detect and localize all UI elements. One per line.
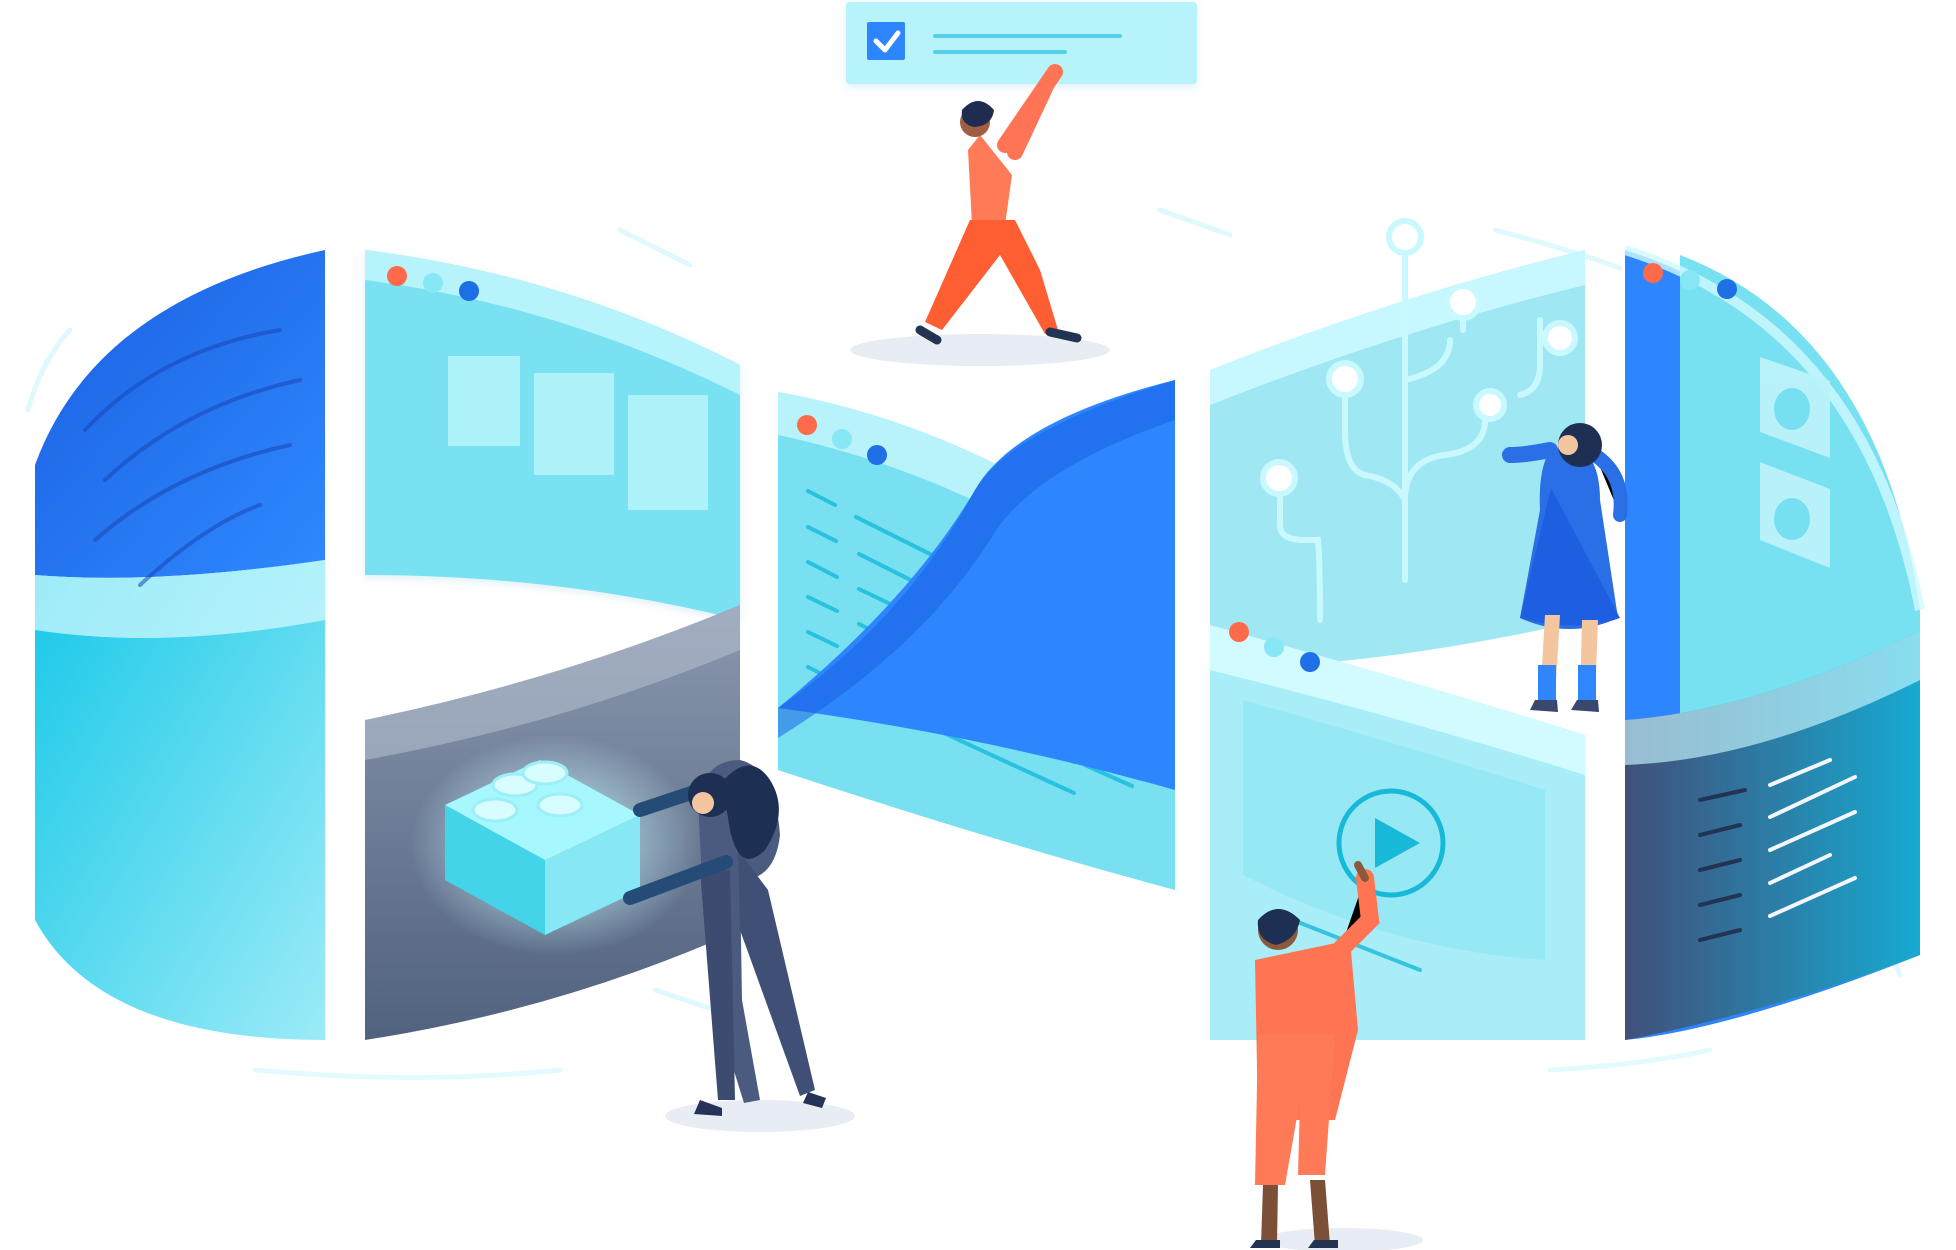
play-icon: [1336, 788, 1446, 898]
red-dot: [1229, 622, 1249, 642]
cyan-dot: [1680, 270, 1700, 290]
cyan-dot: [1264, 637, 1284, 657]
red-dot: [387, 266, 407, 286]
branch-icon: [1277, 247, 1543, 623]
branch-nodes: [1260, 218, 1578, 497]
left-window-upper: [365, 250, 740, 620]
block-icon: [410, 735, 700, 955]
left-ring: [35, 250, 325, 1040]
blue-dot: [867, 445, 887, 465]
center-blue-band: [778, 380, 1175, 790]
center-blue-shade: [778, 380, 1175, 738]
blue-dot: [1300, 652, 1320, 672]
right-tree-window: [1210, 218, 1585, 670]
checkbox-icon: [867, 22, 905, 60]
person-blue-dress: [1502, 423, 1628, 712]
accent-lines: [252, 1047, 1713, 1080]
right-ring-cards: [1760, 357, 1830, 568]
checklist-card: [846, 2, 1197, 84]
person-top: [915, 64, 1082, 345]
red-dot: [797, 415, 817, 435]
right-window-controls: [1643, 263, 1737, 299]
blue-dot: [1717, 279, 1737, 299]
blue-dot: [459, 281, 479, 301]
left-ring-lines: [83, 328, 302, 587]
red-dot: [1643, 263, 1663, 283]
cyan-dot: [423, 273, 443, 293]
cyan-dot: [832, 429, 852, 449]
person-orange: [1250, 861, 1380, 1248]
video-window: [1210, 622, 1585, 1040]
right-ring: [1623, 245, 1925, 1040]
person-cube: [623, 760, 826, 1116]
right-ring-lines: [1698, 758, 1857, 942]
